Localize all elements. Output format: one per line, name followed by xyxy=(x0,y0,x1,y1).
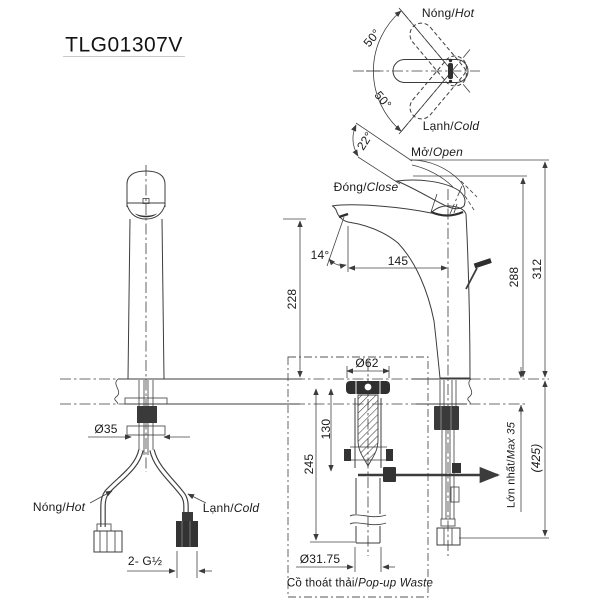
model-number-underline xyxy=(63,56,185,57)
model-number: TLG01307V xyxy=(65,33,183,57)
cold-hose-nut xyxy=(176,521,198,547)
supply-connector-nut xyxy=(436,527,461,546)
spout-outlet-front xyxy=(135,213,157,218)
spout-reach-dim: 145 xyxy=(387,254,409,268)
top-view-handle-swing xyxy=(353,7,480,135)
pipe-diameter-dim: Ø31.75 xyxy=(299,552,341,566)
front-view-faucet xyxy=(93,165,198,553)
popup-waste-box xyxy=(287,356,429,598)
mounting-nut xyxy=(434,406,459,430)
waste-plug xyxy=(357,394,379,468)
side-view-faucet xyxy=(331,159,492,556)
countertop xyxy=(60,378,549,405)
spray-angle-label: 14° xyxy=(310,248,330,262)
hot-hose-label: Nóng/Hot xyxy=(32,500,86,514)
height-closed-dim: 288 xyxy=(507,266,521,288)
handle-open xyxy=(409,159,466,197)
popup-waste-assembly xyxy=(287,356,501,598)
body-diameter-dim: Ø35 xyxy=(94,422,118,436)
spout-height-dim: 228 xyxy=(285,288,299,310)
mounting-hardware xyxy=(137,406,157,423)
close-label: Đóng/Close xyxy=(333,180,399,194)
top-view-hot-label: Nóng/Hot xyxy=(421,6,475,20)
flange-diameter-dim: Ø62 xyxy=(355,356,379,370)
height-open-dim: 312 xyxy=(530,258,544,280)
cold-hose-label: Lạnh/Cold xyxy=(202,501,260,515)
dimension-lines xyxy=(88,122,549,578)
hot-hose-nut xyxy=(93,530,123,553)
aerator-outlet xyxy=(338,212,349,219)
thread-spec-label: 2- G½ xyxy=(127,554,163,568)
popup-waste-caption: Cồ thoát thải/Pop-up Waste xyxy=(286,577,434,590)
overall-depth-dim: (425) xyxy=(529,443,543,473)
counter-max-label: Lớn nhất/Max 35 xyxy=(505,421,518,509)
rod-drop-dim: 130 xyxy=(319,418,333,440)
lift-rod xyxy=(465,267,478,290)
handle-closed xyxy=(395,179,466,210)
open-label: Mở/Open xyxy=(411,145,463,159)
top-view-cold-label: Lạnh/Cold xyxy=(422,119,480,133)
handle-pivot-slot xyxy=(448,63,453,79)
side-view-under-counter xyxy=(434,380,461,546)
body-length-dim: 245 xyxy=(302,453,316,475)
